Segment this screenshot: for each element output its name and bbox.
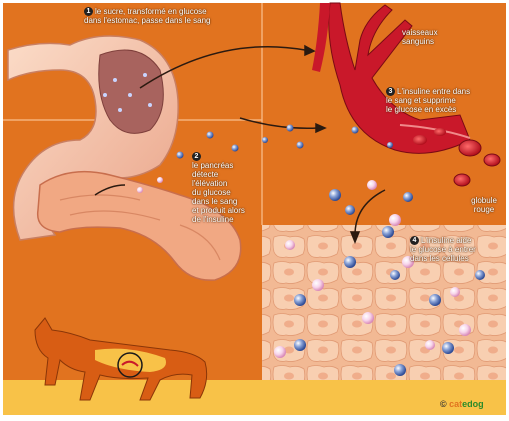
step-2-line-7: de l'insuline [192,215,234,224]
logo-copyright: © [440,399,447,409]
vessels-label-line-2: sanguins [402,37,434,46]
step-3-text: 3L'insuline entre dans le sang et suppri… [386,87,504,114]
vessels-label-line-1: vaisseaux [402,28,438,37]
step-4-line-3: dans les cellules [410,254,469,263]
logo-text-a: cat [449,399,462,409]
logo: © catedog [440,399,484,409]
bottom-band [3,380,506,415]
logo-text-b: edog [462,399,484,409]
red-cell-label-line-1: globule [471,196,497,205]
red-cell-label: globule rouge [462,196,506,214]
step-3-line-1: L'insuline entre dans [397,87,470,96]
step-1-line-1: le sucre, transformé en glucose [95,7,207,16]
step-4-line-1: L'insuline aide [421,236,471,245]
step-1-text: 1le sucre, transformé en glucose dans l'… [84,7,264,25]
step-1-line-2: dans l'estomac, passe dans le sang [84,16,211,25]
step-2-text: 2 le pancréas détecte l'élévation du glu… [192,152,262,224]
vessels-label: vaisseaux sanguins [402,28,482,46]
step-3-line-3: le glucose en excès [386,105,456,114]
red-cell-label-line-2: rouge [474,205,494,214]
step-4-text: 4L'insuline aide le glucose à entrer dan… [410,236,506,263]
